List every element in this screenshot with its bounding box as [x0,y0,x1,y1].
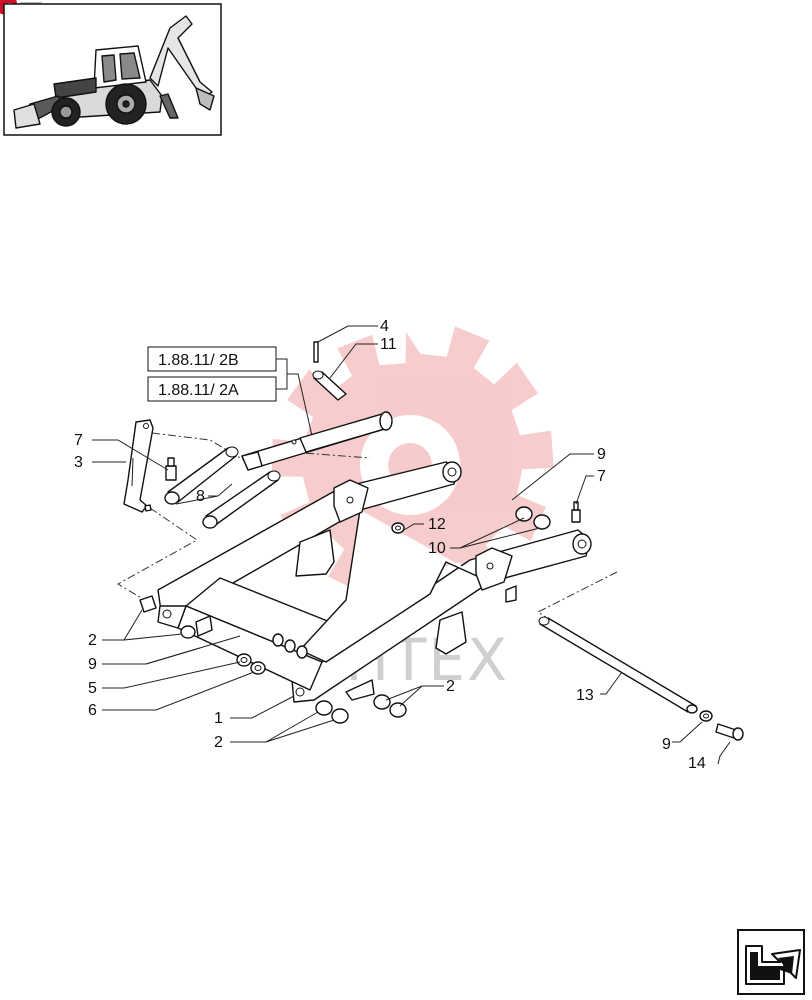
bolt-14 [715,723,744,741]
bushings [139,506,551,724]
reference-bracket [276,358,313,437]
callout-10: 10 [428,540,446,557]
callout-2-left: 2 [88,632,97,649]
pivot-pin-11 [312,370,347,401]
callout-9-top: 9 [597,446,606,463]
callout-4: 4 [380,318,389,335]
callout-labels: 4 11 7 3 8 9 7 12 10 2 9 5 6 1 2 2 13 9 … [74,318,706,772]
callout-13: 13 [576,687,594,704]
bracket-plate [123,419,154,513]
callout-12: 12 [428,516,446,533]
callout-7-right: 7 [597,468,606,485]
washer-9 [699,710,713,722]
leader-lines [92,325,731,765]
link-bar-lower [202,470,281,529]
boom-frame [157,461,592,703]
callout-2-bottom: 2 [214,734,223,751]
grease-fitting-left [165,457,177,481]
reference-box-2b-label: 1.88.11/ 2B [158,352,239,369]
backhoe-loader-icon [13,15,215,129]
callout-7-left: 7 [74,432,83,449]
reference-box-2b[interactable]: 1.88.11/ 2B [147,346,277,372]
callout-8: 8 [196,488,205,505]
callout-11: 11 [380,336,397,353]
hydraulic-cylinder [241,411,393,471]
callout-1: 1 [214,710,223,727]
callout-2-right: 2 [446,678,455,695]
callout-14: 14 [688,755,706,772]
callout-9-left: 9 [88,656,97,673]
grease-fitting-right [571,501,581,523]
next-page-arrow-icon [745,945,801,985]
reference-box-2a[interactable]: 1.88.11/ 2A [147,376,277,402]
link-bar-upper [164,446,239,505]
callout-9-bottom: 9 [662,736,671,753]
machine-thumbnail [3,3,222,136]
long-pivot-pin [538,616,698,714]
callout-6: 6 [88,702,97,719]
reference-box-2a-label: 1.88.11/ 2A [158,382,239,399]
callout-5: 5 [88,680,97,697]
next-page-button[interactable] [737,929,805,995]
callout-3: 3 [74,454,83,471]
clip-pin [313,341,319,363]
